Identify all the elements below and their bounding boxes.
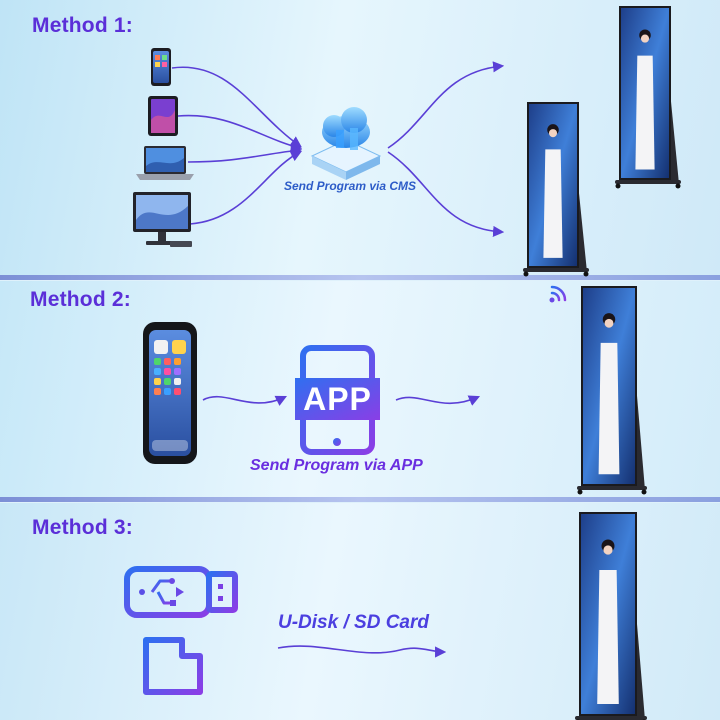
- cms-caption: Send Program via CMS: [284, 179, 417, 193]
- desktop-monitor-icon: [133, 192, 192, 247]
- arrow-phone-to-app: [202, 395, 288, 406]
- sd-card-icon: [143, 637, 203, 695]
- arrow-tablet-to-cloud: [177, 114, 303, 152]
- arrow-app-to-display: [395, 395, 481, 406]
- arrow-cloud-to-display-bottom: [387, 151, 505, 238]
- led-poster-display: [575, 512, 647, 720]
- arrow-cloud-to-display-top: [387, 61, 505, 149]
- app-caption: Send Program via APP: [250, 457, 423, 474]
- app-icon-label: APP: [303, 380, 372, 417]
- smartphone-icon: [151, 48, 171, 86]
- led-poster-displays: [523, 6, 681, 720]
- usb-caption: U-Disk / SD Card: [278, 612, 429, 633]
- method-1-title: Method 1:: [32, 14, 133, 37]
- laptop-icon: [136, 146, 194, 180]
- arrow-storage-to-display: [277, 645, 447, 658]
- method-1-arrows: [171, 61, 505, 238]
- usb-drive-icon: [124, 566, 238, 618]
- arrow-phone-to-cloud: [171, 66, 302, 148]
- led-poster-display: [577, 286, 647, 495]
- smartphone-icon: [143, 322, 197, 464]
- cloud-server-icon: [310, 107, 382, 180]
- method-2-arrows: [202, 395, 481, 406]
- tablet-icon: [148, 96, 178, 136]
- arrow-desktop-to-cloud: [189, 150, 302, 225]
- method-2-title: Method 2:: [30, 288, 131, 311]
- method-3-title: Method 3:: [32, 516, 133, 539]
- divider: [0, 497, 720, 502]
- led-poster-display: [523, 102, 589, 277]
- divider: [0, 275, 720, 280]
- led-poster-display: [615, 6, 681, 189]
- app-tablet-icon: [295, 345, 380, 455]
- arrow-laptop-to-cloud: [187, 145, 303, 163]
- wifi-signal-icon: [549, 285, 567, 303]
- method-3-arrows: [277, 645, 447, 658]
